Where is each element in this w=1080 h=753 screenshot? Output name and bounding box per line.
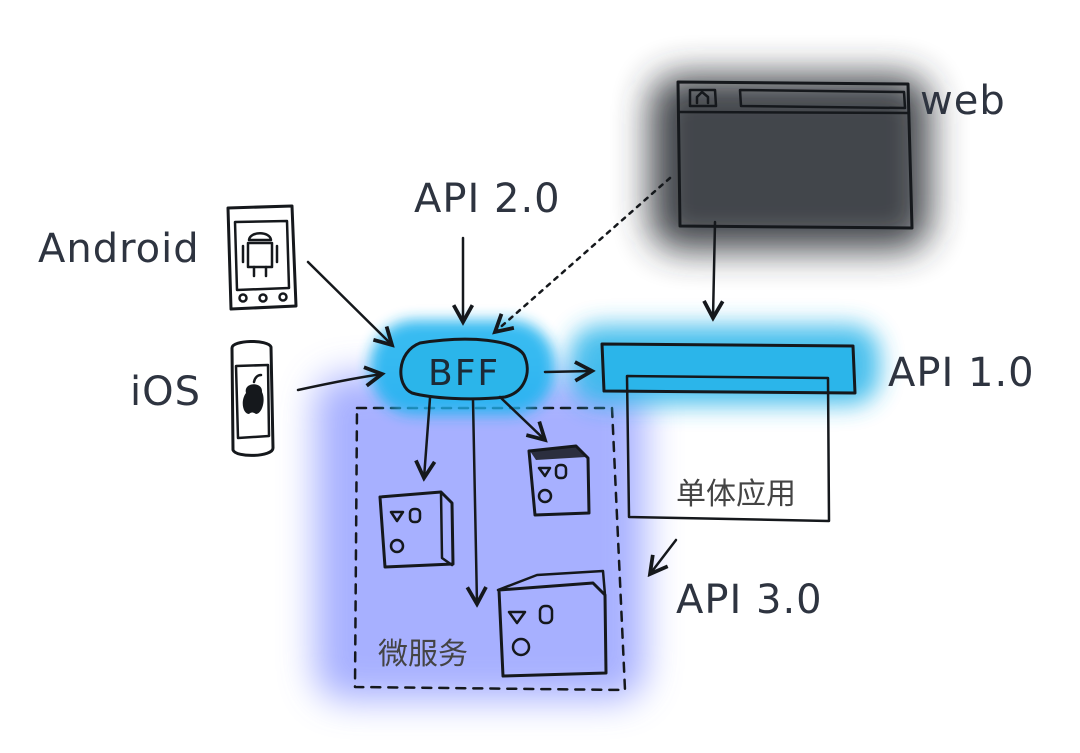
arrow-web-to-bff-dashed (495, 176, 672, 332)
bff-label: BFF (428, 353, 500, 394)
arrow-android-to-bff (306, 260, 392, 345)
service-box-icon (496, 569, 608, 678)
web-label: web (920, 78, 1006, 124)
ios-label: iOS (130, 369, 201, 415)
bff-node (370, 320, 555, 415)
arrow-bff-to-service-1 (424, 396, 430, 478)
service-box-icon (527, 444, 591, 517)
arrow-api3-to-region (650, 538, 678, 574)
arrow-web-to-api1 (713, 220, 715, 318)
api-1-0-label: API 1.0 (888, 350, 1035, 396)
service-box-icon (378, 490, 455, 569)
arrow-ios-to-bff (296, 374, 382, 392)
monolith-box (625, 374, 831, 523)
microservice-region (315, 375, 645, 700)
arrow-bff-to-service-3 (473, 398, 477, 604)
android-label: Android (38, 226, 200, 272)
api-2-0-label: API 2.0 (414, 176, 561, 222)
arrow-bff-to-api1 (543, 371, 592, 372)
arrow-bff-to-service-2 (498, 395, 545, 440)
monolith-label: 单体应用 (676, 477, 796, 512)
api-1-0-bar (570, 325, 880, 405)
iphone-icon (230, 340, 275, 457)
browser-window-icon (650, 75, 930, 250)
api-3-0-label: API 3.0 (676, 577, 823, 623)
microservices-label: 微服务 (378, 637, 468, 672)
android-phone-icon (226, 204, 298, 311)
connection-arrows (296, 176, 715, 604)
